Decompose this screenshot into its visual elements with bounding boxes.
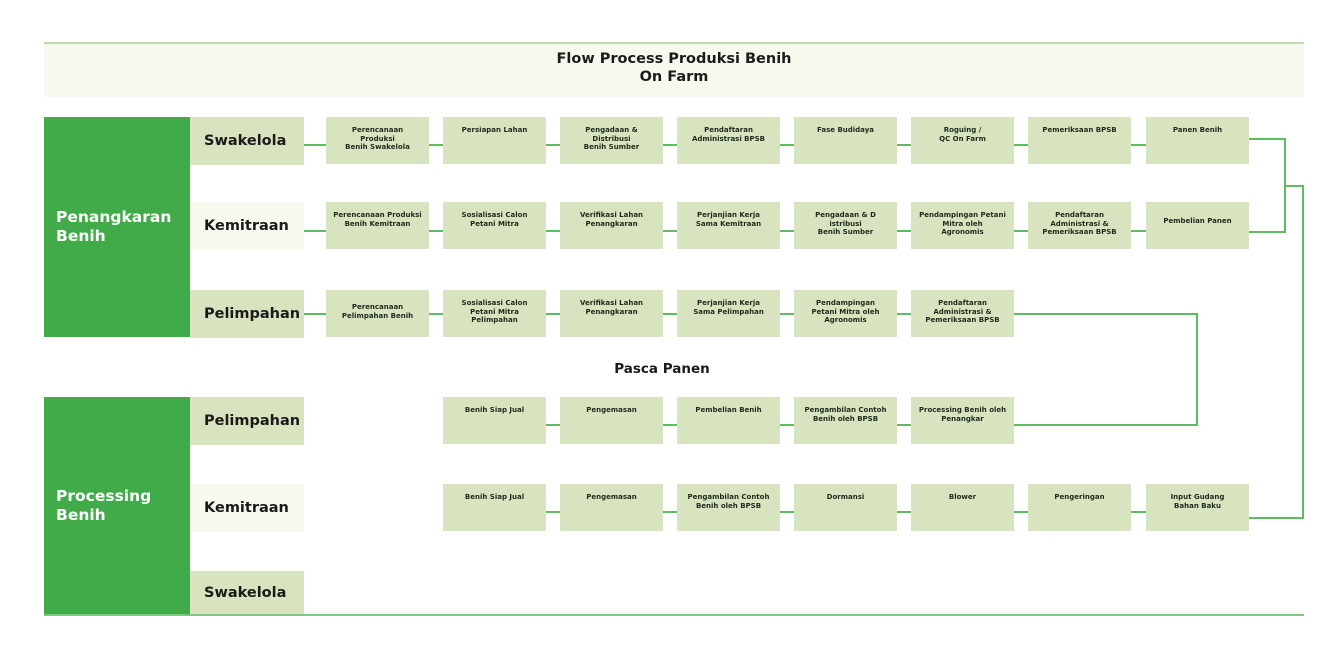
section-title-pasca-panen: Pasca Panen	[614, 361, 710, 377]
connector-merge-panen	[1249, 138, 1286, 233]
row-label-pelimpahan: Pelimpahan	[190, 397, 304, 445]
group-penangkaran-benih: Penangkaran Benih	[44, 117, 190, 337]
step-box: Benih Siap Jual	[443, 484, 546, 531]
step-box: Pengemasan	[560, 484, 663, 531]
step-box: Input Gudang Bahan Baku	[1146, 484, 1249, 531]
row-label-swakelola: Swakelola	[190, 571, 304, 615]
step-box: Pendampingan Petani Mitra oleh Agronomis	[794, 290, 897, 337]
group-processing-benih: Processing Benih	[44, 397, 190, 615]
step-box: Perjanjian Kerja Sama Pelimpahan	[677, 290, 780, 337]
group-label: Penangkaran Benih	[56, 208, 172, 245]
step-box: Fase Budidaya	[794, 117, 897, 164]
step-box: Dormansi	[794, 484, 897, 531]
diagram-title: Flow Process Produksi Benih On Farm	[44, 50, 1304, 86]
connector-pelimpahan-loop	[1014, 313, 1198, 426]
step-box: Panen Benih	[1146, 117, 1249, 164]
step-box: Perjanjian Kerja Sama Kemitraan	[677, 202, 780, 249]
step-box: Benih Siap Jual	[443, 397, 546, 444]
step-box: Pendaftaran Administrasi & Pemeriksaan B…	[911, 290, 1014, 337]
step-box: Blower	[911, 484, 1014, 531]
group-label: Processing Benih	[56, 487, 152, 524]
row-label-kemitraan: Kemitraan	[190, 484, 304, 532]
row-label-swakelola: Swakelola	[190, 117, 304, 165]
title-banner: Flow Process Produksi Benih On Farm	[44, 42, 1304, 97]
step-box: Sosialisasi Calon Petani Mitra	[443, 202, 546, 249]
step-box: Roguing / QC On Farm	[911, 117, 1014, 164]
step-box: Pengambilan Contoh Benih oleh BPSB	[794, 397, 897, 444]
step-box: Pengadaan & Distribusi Benih Sumber	[560, 117, 663, 164]
step-box: Perencanaan Pelimpahan Benih	[326, 290, 429, 337]
step-box: Pengambilan Contoh Benih oleh BPSB	[677, 484, 780, 531]
step-box: Pemeriksaan BPSB	[1028, 117, 1131, 164]
step-box: Pendaftaran Administrasi BPSB	[677, 117, 780, 164]
step-box: Perencanaan Produksi Benih Kemitraan	[326, 202, 429, 249]
connector-trunk	[1249, 185, 1304, 519]
bottom-divider	[44, 614, 1304, 616]
step-box: Pengadaan & D istribusi Benih Sumber	[794, 202, 897, 249]
step-box: Pengeringan	[1028, 484, 1131, 531]
step-box: Pengemasan	[560, 397, 663, 444]
step-box: Processing Benih oleh Penangkar	[911, 397, 1014, 444]
step-box: Verifikasi Lahan Penangkaran	[560, 290, 663, 337]
step-box: Pendaftaran Administrasi & Pemeriksaan B…	[1028, 202, 1131, 249]
step-box: Verifikasi Lahan Penangkaran	[560, 202, 663, 249]
step-box: Pendampingan Petani Mitra oleh Agronomis	[911, 202, 1014, 249]
title-line-1: Flow Process Produksi Benih	[556, 51, 792, 67]
row-label-pelimpahan: Pelimpahan	[190, 290, 304, 338]
row-label-kemitraan: Kemitraan	[190, 202, 304, 250]
step-box: Perencanaan Produksi Benih Swakelola	[326, 117, 429, 164]
title-line-2: On Farm	[639, 69, 709, 85]
step-box: Pembelian Panen	[1146, 202, 1249, 249]
step-box: Persiapan Lahan	[443, 117, 546, 164]
step-box: Pembelian Benih	[677, 397, 780, 444]
step-box: Sosialisasi Calon Petani Mitra Pelimpaha…	[443, 290, 546, 337]
